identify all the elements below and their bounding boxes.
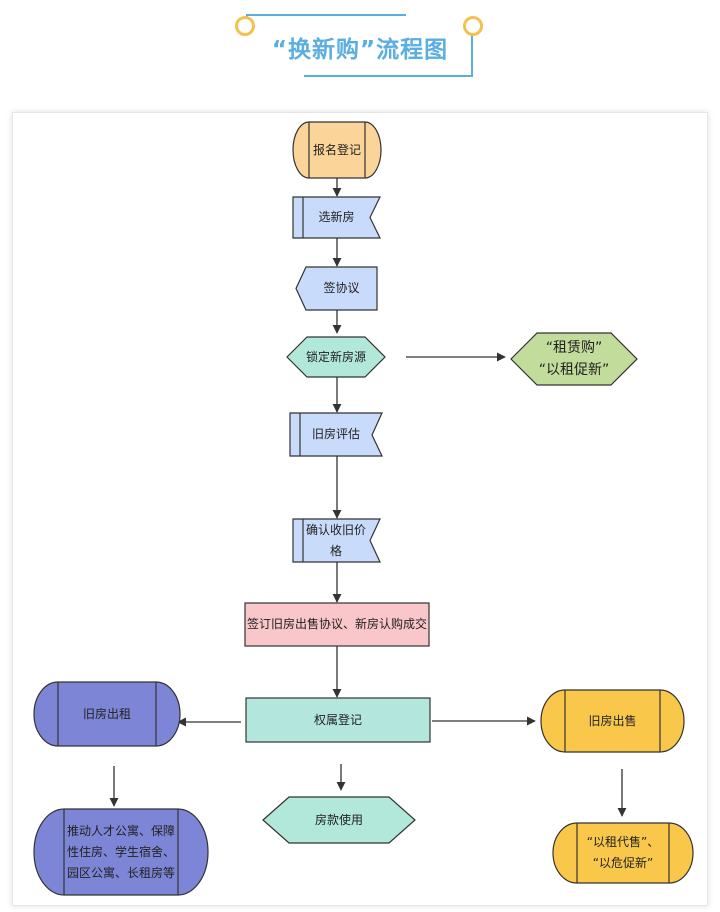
node-lock-label: 锁定新房源 bbox=[305, 349, 366, 364]
node-confirm-shape bbox=[292, 518, 381, 563]
node-contract-label: 签订旧房出售协议、新房认购成交 bbox=[246, 617, 427, 631]
node-sign-shape bbox=[295, 266, 378, 311]
diagram-canvas bbox=[12, 112, 708, 906]
node-contract-shape bbox=[244, 602, 430, 647]
left-circle-icon bbox=[235, 16, 255, 36]
connectors bbox=[109, 178, 627, 817]
node-rent-buy-line2: “以租促新” bbox=[538, 362, 610, 378]
node-sell-result-label: “以租代售”、 “以危促新” bbox=[577, 823, 669, 883]
node-select-shape bbox=[292, 196, 381, 239]
node-register-label: 报名登记 bbox=[312, 142, 361, 157]
node-payment-label: 房款使用 bbox=[314, 812, 363, 827]
node-old-sell-label: 旧房出售 bbox=[588, 713, 637, 728]
node-rent-use-label: 推动人才公寓、保障性住房、学生宿舍、园区公寓、长租房等 bbox=[66, 823, 175, 880]
node-payment-shape bbox=[262, 796, 416, 844]
page-title: “换新购”流程图 bbox=[271, 37, 449, 63]
node-title-shape bbox=[245, 697, 431, 743]
node-sell-result-line1: “以租代售”、 bbox=[586, 835, 660, 849]
node-lock-shape bbox=[286, 336, 386, 378]
title-right-stub bbox=[471, 35, 473, 77]
node-assess-shape bbox=[289, 412, 383, 457]
title-bottom-line bbox=[304, 75, 472, 77]
node-sign-label: 签协议 bbox=[323, 281, 360, 295]
right-circle-icon bbox=[463, 16, 483, 36]
node-title-label: 权属登记 bbox=[313, 712, 362, 727]
node-rent-buy-label: “租赁购” “以租促新” bbox=[532, 333, 616, 385]
node-rent-buy-line1: “租赁购” bbox=[545, 339, 603, 356]
node-old-rent-label: 旧房出租 bbox=[82, 706, 131, 721]
node-select-label: 选新房 bbox=[318, 210, 355, 224]
title-top-line bbox=[246, 14, 406, 16]
node-confirm-label: 确认收旧价格 bbox=[305, 522, 366, 558]
header: “换新购”流程图 bbox=[0, 0, 720, 95]
node-rent-buy-shape bbox=[510, 332, 638, 386]
node-sell-result-line2: “以危促新” bbox=[592, 856, 654, 870]
node-assess-label: 旧房评估 bbox=[311, 427, 360, 441]
